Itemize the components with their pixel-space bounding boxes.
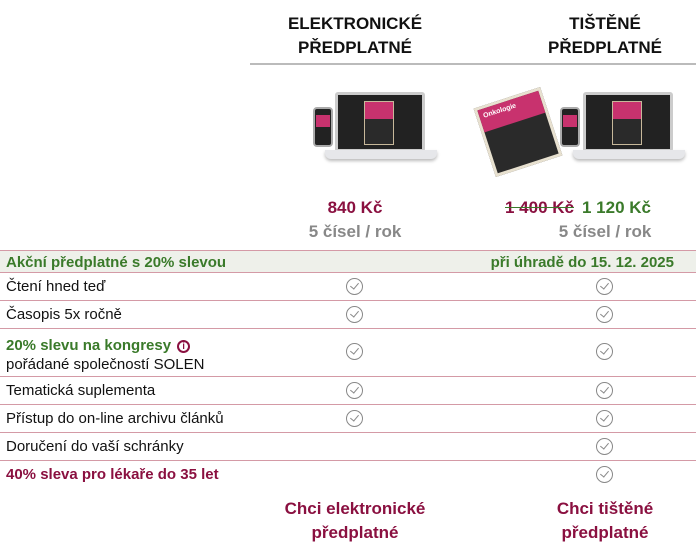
price-value: 840 Kč [327,198,383,217]
electronic-product-image [305,92,445,172]
promo-left: Akční předplatné s 20% slevou [6,254,227,271]
feature-label: Doručení do vaší schránky [6,438,184,455]
promo-band: Akční předplatné s 20% slevou při úhradě… [0,250,696,273]
feature-row: Tematická suplementa [0,377,696,405]
check-icon [346,306,363,323]
feature-label: Časopis 5x ročně [6,306,122,323]
feature-label: Tematická suplementa [6,382,156,399]
electronic-price: 840 Kč [225,198,485,218]
print-price: 1 400 Kč 1 120 Kč [448,198,700,218]
print-product-image: Onkologie [465,86,695,178]
electronic-frequency: 5 čísel / rok [308,222,402,241]
cta-line: předplatné [311,523,399,542]
magazine-cover-title: Onkologie [477,90,546,133]
check-icon [596,438,613,455]
info-icon[interactable]: i [177,340,191,353]
feature-label: Přístup do on-line archivu článků [6,410,224,427]
check-icon [346,278,363,295]
check-icon [596,278,613,295]
check-icon [596,343,613,360]
check-icon [346,382,363,399]
promo-right: při úhradě do 15. 12. 2025 [490,254,674,271]
old-price: 1 400 Kč [505,198,574,217]
title-line: ELEKTRONICKÉ [287,14,423,33]
header-divider [250,63,696,65]
check-icon [596,466,613,483]
check-icon [346,343,363,360]
cta-line: předplatné [561,523,649,542]
title-line: PŘEDPLATNÉ [548,38,662,57]
check-icon [596,382,613,399]
feature-row: 20% slevu na kongresy i pořádané společnos… [0,329,696,377]
title-line: PŘEDPLATNÉ [298,38,412,57]
feature-label: pořádané společností SOLEN [6,356,205,373]
cta-line: Chci tištěné [556,499,654,518]
check-icon [596,410,613,427]
title-line: TIŠTĚNÉ [569,14,641,33]
print-frequency: 5 čísel / rok [558,222,652,241]
feature-label: 40% sleva pro lékaře do 35 let [6,466,219,483]
check-icon [346,410,363,427]
discounted-price: 1 120 Kč [582,198,651,217]
electronic-column-title: ELEKTRONICKÉ PŘEDPLATNÉ [255,12,455,60]
feature-label: Čtení hned teď [6,278,106,295]
order-electronic-button[interactable]: Chci elektronické předplatné [245,497,465,545]
feature-row: Doručení do vaší schránky [0,433,696,461]
check-icon [596,306,613,323]
feature-highlight: 20% slevu na kongresy [6,337,172,354]
feature-row: Přístup do on-line archivu článků [0,405,696,433]
feature-row: Čtení hned teď [0,273,696,301]
print-column-title: TIŠTĚNÉ PŘEDPLATNÉ [505,12,700,60]
feature-row: 40% sleva pro lékaře do 35 let [0,461,696,489]
order-print-button[interactable]: Chci tištěné předplatné [495,497,700,545]
feature-row: Časopis 5x ročně [0,301,696,329]
cta-line: Chci elektronické [284,499,426,518]
